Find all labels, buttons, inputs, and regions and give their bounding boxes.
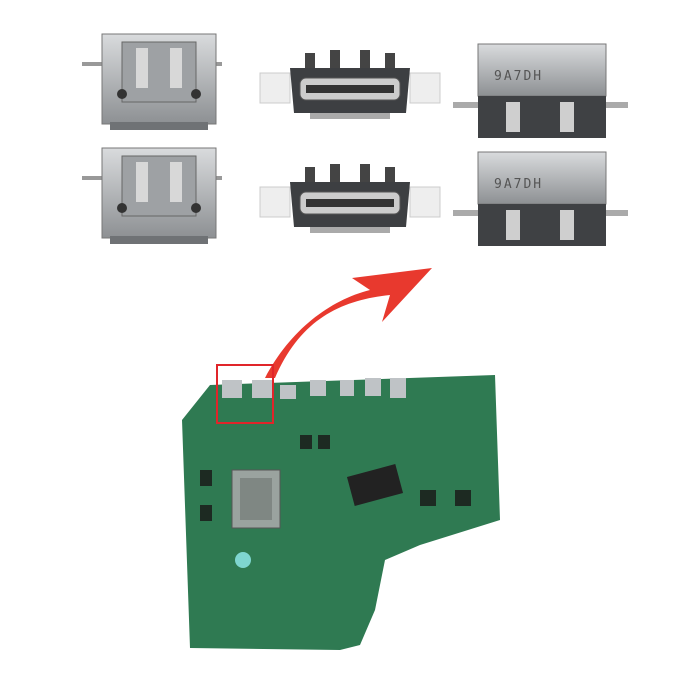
hdmi-connector-a-1 bbox=[81, 33, 223, 131]
hdmi-connector-c-2 bbox=[452, 151, 629, 247]
connector-marking-1: 9A7DH bbox=[494, 69, 543, 84]
arrow-icon bbox=[265, 268, 432, 378]
hdmi-connector-b-1 bbox=[259, 49, 441, 120]
hdmi-connector-c-1 bbox=[452, 43, 629, 139]
hdmi-connector-b-2 bbox=[259, 163, 441, 234]
motherboard bbox=[182, 375, 500, 650]
connector-marking-2: 9A7DH bbox=[494, 177, 543, 192]
hdmi-connector-a-2 bbox=[81, 147, 223, 245]
highlight-box bbox=[216, 364, 274, 424]
